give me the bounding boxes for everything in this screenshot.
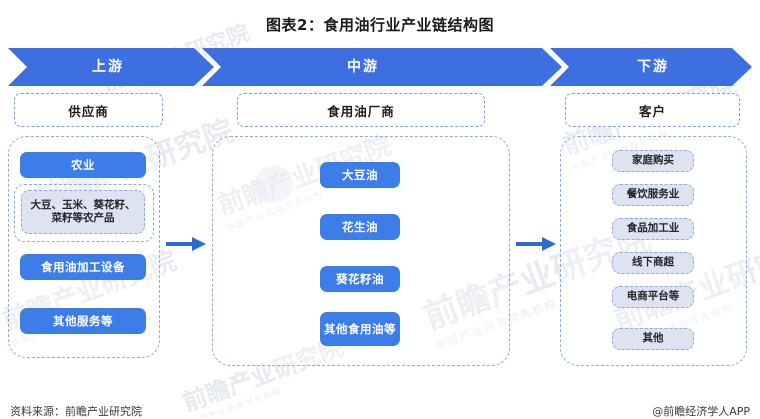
arrow-right-icon-upstream-to-midstream: [166, 236, 206, 256]
panel-downstream: [560, 136, 747, 366]
header-supplier: 供应商: [14, 93, 163, 127]
band-segment-downstream[interactable]: [550, 48, 752, 86]
midstream-item-other-oils[interactable]: 其他食用油等: [320, 312, 400, 346]
band-segment-midstream[interactable]: [202, 48, 562, 86]
page-title: 图表2：食用油行业产业链结构图: [266, 16, 494, 34]
band-label-upstream: 上游: [92, 59, 124, 75]
arrow-right-icon-midstream-to-downstream: [516, 236, 556, 256]
band-segment-upstream[interactable]: [8, 48, 214, 86]
downstream-item-offline-retail[interactable]: 线下商超: [612, 252, 694, 274]
midstream-item-soybean-oil[interactable]: 大豆油: [320, 162, 400, 188]
header-customer: 客户: [565, 93, 740, 127]
header-manufacturer: 食用油厂商: [237, 93, 485, 127]
midstream-item-peanut-oil[interactable]: 花生油: [320, 214, 400, 240]
footer-source: 资料来源：前瞻产业研究院: [10, 405, 142, 418]
band-shape: [8, 48, 752, 86]
downstream-item-household[interactable]: 家庭购买: [612, 150, 694, 172]
midstream-item-sunflower-oil[interactable]: 葵花籽油: [320, 266, 400, 292]
upstream-item-agriculture[interactable]: 农业: [20, 152, 146, 178]
upstream-item-agri-products[interactable]: 大豆、玉米、葵花籽、菜籽等农产品: [21, 190, 145, 234]
downstream-item-other[interactable]: 其他: [612, 328, 694, 350]
downstream-item-catering[interactable]: 餐饮服务业: [612, 184, 694, 206]
band-label-downstream: 下游: [637, 59, 669, 75]
downstream-item-food-industry[interactable]: 食品加工业: [612, 218, 694, 240]
band-label-midstream: 中游: [347, 59, 379, 75]
footer-brand: @前瞻经济学人APP: [652, 405, 750, 418]
value-chain-band: 上游 中游 下游: [8, 48, 752, 86]
upstream-item-other-services[interactable]: 其他服务等: [20, 308, 146, 334]
downstream-item-ecommerce[interactable]: 电商平台等: [612, 286, 694, 308]
upstream-item-processing-equipment[interactable]: 食用油加工设备: [20, 254, 146, 280]
